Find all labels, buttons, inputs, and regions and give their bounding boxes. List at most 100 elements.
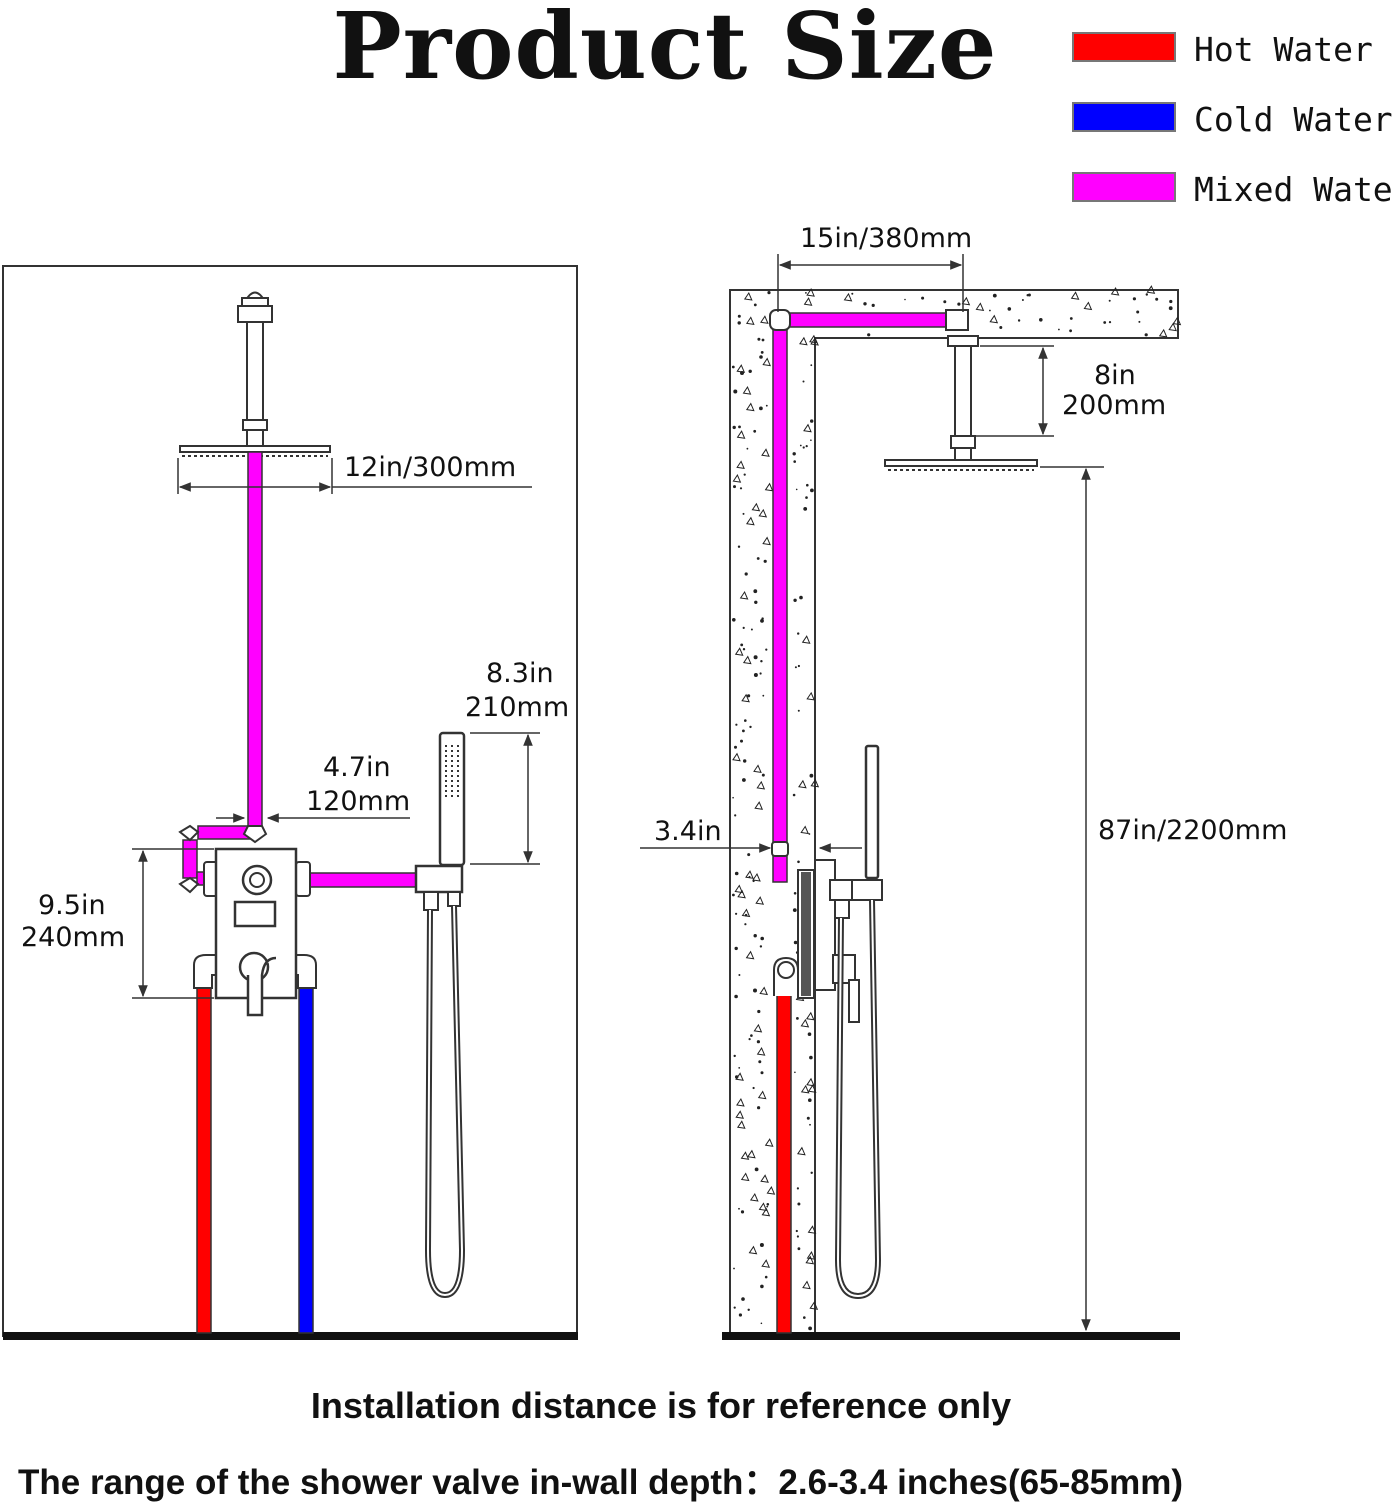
concrete-speck bbox=[808, 1326, 812, 1331]
concrete-speck bbox=[754, 600, 758, 604]
legend-label-hot: Hot Water bbox=[1194, 30, 1373, 69]
concrete-speck bbox=[759, 672, 762, 675]
dim-line-handheld-height bbox=[470, 732, 540, 865]
side-mixed-pipe-arm bbox=[784, 312, 951, 328]
concrete-speck bbox=[975, 302, 985, 312]
concrete-speck bbox=[732, 752, 741, 762]
concrete-speck bbox=[1155, 297, 1159, 301]
concrete-speck bbox=[1158, 328, 1168, 338]
concrete-speck bbox=[809, 1055, 813, 1060]
label-arm-length: 15in/380mm bbox=[800, 223, 973, 254]
concrete-speck bbox=[989, 314, 999, 324]
concrete-speck bbox=[737, 545, 741, 548]
side-shower-arm-icon bbox=[947, 335, 979, 449]
concrete-speck bbox=[793, 598, 797, 602]
concrete-speck bbox=[806, 1116, 810, 1120]
concrete-speck bbox=[957, 302, 961, 306]
concrete-speck bbox=[749, 1192, 759, 1202]
concrete-speck bbox=[746, 516, 755, 526]
concrete-speck bbox=[752, 872, 761, 882]
concrete-speck bbox=[760, 660, 763, 663]
concrete-speck bbox=[1026, 294, 1029, 297]
concrete-speck bbox=[796, 1187, 800, 1190]
label-handheld-offset-in: 4.7in bbox=[323, 752, 391, 783]
concrete-speck bbox=[747, 853, 751, 857]
label-total-height: 87in/2200mm bbox=[1098, 815, 1288, 846]
concrete-speck bbox=[741, 693, 750, 703]
concrete-speck bbox=[1145, 293, 1149, 296]
concrete-speck bbox=[732, 796, 734, 799]
dim-line-drop bbox=[976, 345, 1054, 437]
concrete-speck bbox=[802, 446, 805, 449]
concrete-speck bbox=[738, 1207, 740, 1210]
concrete-speck bbox=[740, 1172, 750, 1182]
concrete-speck bbox=[744, 572, 748, 576]
concrete-speck bbox=[765, 404, 768, 407]
concrete-speck bbox=[760, 351, 764, 354]
concrete-speck bbox=[803, 297, 813, 306]
concrete-speck bbox=[759, 986, 769, 996]
concrete-speck bbox=[761, 448, 770, 457]
front-view-frame bbox=[2, 265, 578, 1337]
concrete-speck bbox=[731, 365, 735, 369]
concrete-speck bbox=[733, 485, 736, 489]
concrete-speck bbox=[753, 764, 762, 774]
concrete-speck bbox=[742, 778, 746, 782]
concrete-speck bbox=[805, 496, 808, 499]
dim-line-total-height bbox=[1040, 466, 1104, 1332]
legend-label-cold: Cold Water bbox=[1194, 100, 1393, 139]
concrete-speck bbox=[808, 833, 811, 835]
concrete-speck bbox=[805, 292, 807, 294]
concrete-speck bbox=[736, 460, 745, 470]
concrete-speck bbox=[732, 474, 742, 483]
concrete-speck bbox=[810, 488, 814, 493]
concrete-speck bbox=[758, 1202, 768, 1212]
concrete-speck bbox=[753, 934, 757, 938]
concrete-speck bbox=[743, 759, 747, 763]
front-hot-pipe bbox=[196, 984, 212, 1334]
concrete-speck bbox=[767, 291, 771, 295]
concrete-speck bbox=[760, 936, 764, 941]
concrete-speck bbox=[1168, 306, 1173, 311]
shower-arm-icon bbox=[237, 291, 273, 447]
concrete-speck bbox=[738, 1067, 741, 1069]
concrete-speck bbox=[806, 691, 816, 701]
mixing-valve-icon bbox=[214, 847, 298, 1017]
side-hot-pipe bbox=[776, 989, 792, 1334]
concrete-speck bbox=[736, 1120, 746, 1129]
concrete-speck bbox=[1017, 319, 1021, 322]
legend-swatch-hot bbox=[1072, 32, 1176, 62]
concrete-speck bbox=[747, 1308, 750, 1312]
concrete-speck bbox=[793, 460, 796, 463]
legend-swatch-cold bbox=[1072, 102, 1176, 132]
concrete-speck bbox=[734, 884, 744, 894]
concrete-speck bbox=[753, 589, 758, 594]
concrete-speck bbox=[740, 643, 744, 647]
concrete-speck bbox=[740, 1151, 750, 1160]
concrete-speck bbox=[732, 618, 736, 622]
concrete-speck bbox=[754, 1167, 759, 1172]
concrete-speck bbox=[753, 1023, 763, 1033]
concrete-speck bbox=[743, 291, 753, 301]
front-view bbox=[2, 265, 578, 1340]
dim-line-valve-height bbox=[132, 848, 214, 999]
concrete-speck bbox=[1172, 316, 1182, 326]
label-handheld-offset-mm: 120mm bbox=[306, 786, 411, 817]
concrete-speck bbox=[800, 1084, 810, 1094]
legend-swatch-mixed bbox=[1072, 172, 1176, 202]
front-fittings bbox=[178, 824, 311, 897]
concrete-speck bbox=[740, 739, 743, 743]
dim-line-arm-length bbox=[777, 254, 964, 312]
concrete-speck bbox=[766, 1203, 770, 1206]
front-mixed-pipe-vertical bbox=[247, 451, 263, 831]
concrete-speck bbox=[810, 439, 812, 442]
concrete-speck bbox=[747, 1149, 756, 1159]
concrete-speck bbox=[760, 1322, 763, 1325]
concrete-speck bbox=[756, 1047, 766, 1056]
concrete-speck bbox=[764, 482, 774, 492]
concrete-speck bbox=[734, 946, 738, 951]
concrete-speck bbox=[734, 994, 738, 999]
concrete-speck bbox=[762, 694, 765, 697]
concrete-speck bbox=[792, 793, 796, 797]
